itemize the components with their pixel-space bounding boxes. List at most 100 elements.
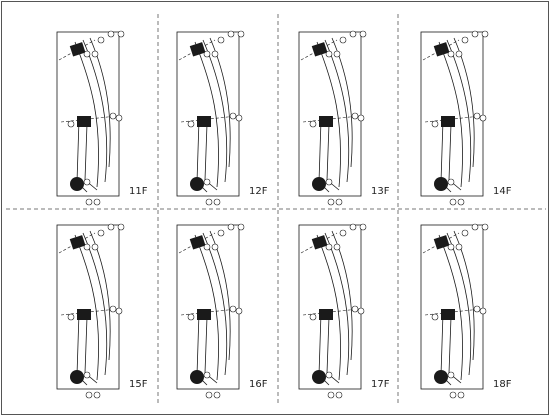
callout-bubble	[455, 50, 463, 58]
callout-bubble	[359, 223, 367, 231]
callout-bubble	[107, 30, 115, 38]
equipment-block	[311, 235, 328, 250]
floor-label: 18F	[493, 379, 512, 390]
callout-bubble	[93, 198, 101, 206]
callout-bubble	[359, 30, 367, 38]
callout-bubble	[211, 243, 219, 251]
callout-bubble	[237, 223, 245, 231]
callout-bubble	[339, 229, 347, 237]
callout-bubble	[115, 307, 123, 315]
panel-boundary	[176, 224, 240, 390]
callout-bubble	[227, 223, 235, 231]
callout-bubble	[85, 391, 93, 399]
floor-plan-panel: 15F	[56, 223, 148, 399]
callout-bubble	[83, 178, 91, 186]
callout-bubble	[109, 305, 117, 313]
equipment-circle	[312, 370, 326, 384]
callout-bubble	[449, 198, 457, 206]
equipment-block	[433, 42, 450, 57]
panel-boundary	[56, 224, 120, 390]
callout-bubble	[91, 243, 99, 251]
callout-bubble	[481, 30, 489, 38]
wall-outline	[74, 41, 99, 188]
equipment-block	[189, 235, 206, 250]
floor-label: 15F	[129, 379, 148, 390]
floor-plan-panel: 11F	[56, 30, 148, 206]
callout-bubble	[83, 371, 91, 379]
equipment-circle	[434, 177, 448, 191]
callout-bubble	[461, 36, 469, 44]
callout-bubble	[203, 243, 211, 251]
floor-plan-panel: 13F	[298, 30, 390, 206]
panel-boundary	[56, 31, 120, 197]
callout-bubble	[93, 391, 101, 399]
equipment-block	[433, 235, 450, 250]
callout-bubble	[109, 112, 117, 120]
callout-bubble	[431, 120, 439, 128]
callout-bubble	[481, 223, 489, 231]
floor-plan-panel: 18F	[420, 223, 512, 399]
callout-bubble	[349, 223, 357, 231]
wall-outline	[331, 230, 353, 361]
equipment-block	[197, 309, 211, 320]
callout-bubble	[97, 36, 105, 44]
callout-bubble	[205, 391, 213, 399]
callout-bubble	[333, 50, 341, 58]
leader-line	[424, 115, 482, 123]
equipment-block	[69, 235, 86, 250]
wall-outline	[209, 230, 231, 361]
callout-bubble	[325, 178, 333, 186]
callout-bubble	[213, 391, 221, 399]
callout-bubble	[325, 243, 333, 251]
callout-bubble	[479, 114, 487, 122]
callout-bubble	[471, 223, 479, 231]
equipment-circle	[190, 370, 204, 384]
panel-boundary	[176, 31, 240, 197]
callout-bubble	[479, 307, 487, 315]
panel-boundary	[298, 224, 362, 390]
callout-bubble	[447, 243, 455, 251]
callout-bubble	[67, 313, 75, 321]
callout-bubble	[213, 198, 221, 206]
callout-bubble	[217, 229, 225, 237]
callout-bubble	[187, 313, 195, 321]
leader-line	[302, 308, 360, 316]
wall-outline	[438, 41, 463, 188]
callout-bubble	[327, 198, 335, 206]
floor-plan-panel: 17F	[298, 223, 390, 399]
wall-outline	[89, 230, 111, 361]
wall-outline	[194, 234, 219, 381]
wall-outline	[194, 41, 219, 188]
equipment-block	[311, 42, 328, 57]
callout-bubble	[187, 120, 195, 128]
equipment-block	[319, 116, 333, 127]
equipment-block	[69, 42, 86, 57]
equipment-circle	[70, 177, 84, 191]
callout-bubble	[457, 391, 465, 399]
equipment-circle	[434, 370, 448, 384]
wall-outline	[89, 37, 111, 168]
leader-line	[60, 115, 118, 123]
equipment-block	[77, 309, 91, 320]
floor-label: 12F	[249, 186, 268, 197]
callout-bubble	[67, 120, 75, 128]
wall-outline	[74, 234, 99, 381]
callout-bubble	[449, 391, 457, 399]
callout-bubble	[473, 305, 481, 313]
callout-bubble	[115, 114, 123, 122]
callout-bubble	[203, 371, 211, 379]
callout-bubble	[335, 391, 343, 399]
floor-label: 14F	[493, 186, 512, 197]
callout-bubble	[235, 307, 243, 315]
callout-bubble	[217, 36, 225, 44]
callout-bubble	[97, 229, 105, 237]
callout-bubble	[339, 36, 347, 44]
callout-bubble	[327, 391, 335, 399]
callout-bubble	[227, 30, 235, 38]
equipment-circle	[70, 370, 84, 384]
callout-bubble	[351, 305, 359, 313]
wall-outline	[316, 234, 341, 381]
